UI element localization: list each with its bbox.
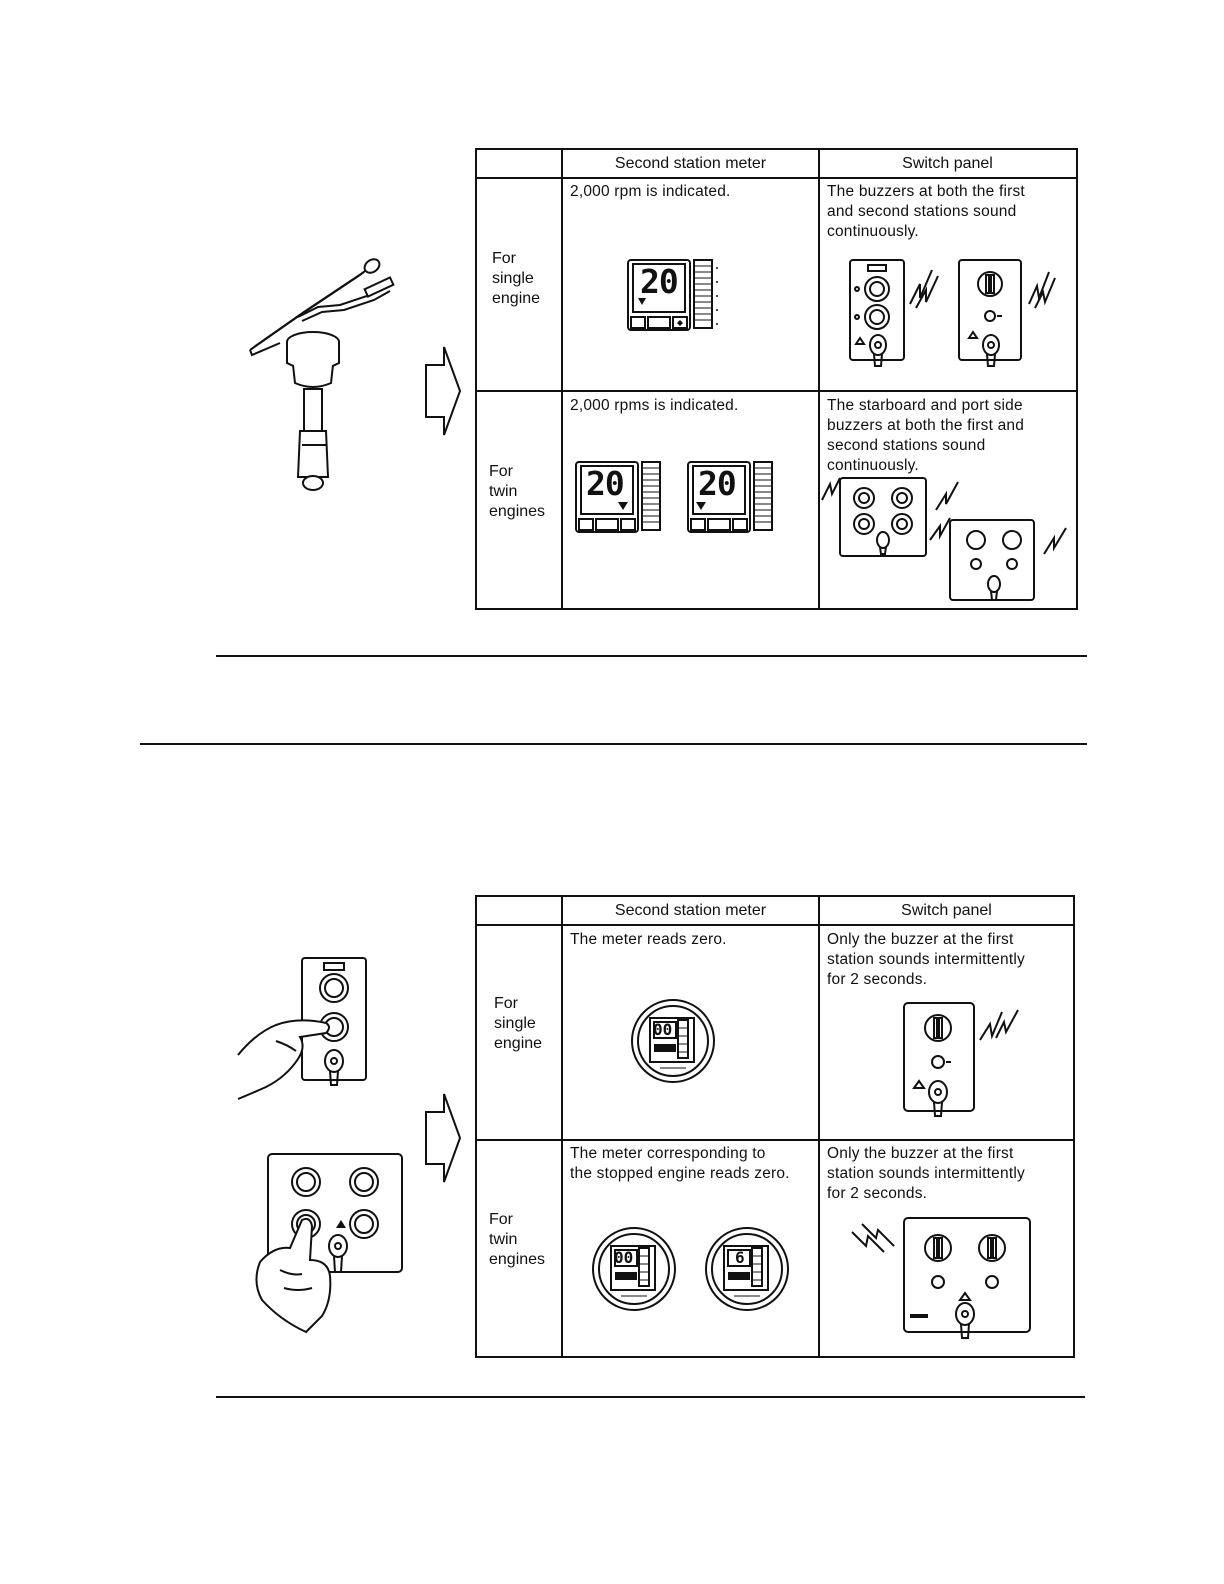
- table1-header-line: [476, 177, 1076, 179]
- twin-switch-panels: [821, 477, 1067, 601]
- arrow-icon: [425, 346, 462, 436]
- divider-line-1: [216, 655, 1087, 657]
- table2-row2-panel-text: Only the buzzer at the first station sou…: [827, 1145, 1025, 1202]
- twin-switch-panel-buzzer: [851, 1217, 1031, 1339]
- result-table-1: [475, 148, 1078, 610]
- table2-row1-label: For single engine: [494, 995, 543, 1052]
- table1-row1-panel-text: The buzzers at both the first and second…: [827, 183, 1025, 240]
- table1-header-panel: Switch panel: [902, 155, 993, 172]
- round-digital-meter-stopped: [592, 1227, 676, 1311]
- table2-row1-panel-text: Only the buzzer at the first station sou…: [827, 931, 1025, 988]
- digital-tachometer: [627, 259, 718, 331]
- divider-line-3: [216, 1396, 1085, 1398]
- tachometer-starboard-display-value: 20: [698, 464, 737, 503]
- arrow-icon-2: [425, 1093, 462, 1183]
- table2-row2-meter-text: The meter corresponding to the stopped e…: [570, 1145, 790, 1182]
- result-table-2: [475, 895, 1075, 1358]
- table1-header-meter: Second station meter: [614, 155, 767, 172]
- round-digital-meter-running: [705, 1227, 789, 1311]
- table1-row-line: [476, 390, 1076, 392]
- table2-row-line: [476, 1139, 1073, 1141]
- tachometer-display-value: 20: [640, 262, 679, 301]
- round-digital-meter: [631, 999, 715, 1083]
- table1-col-line-2: [818, 149, 820, 609]
- stopped-meter-display-value: 00: [614, 1248, 634, 1267]
- table2-header-panel: Switch panel: [901, 902, 992, 919]
- table1-row2-panel-text: The starboard and port side buzzers at b…: [827, 397, 1025, 474]
- digital-tachometer-starboard: [687, 461, 773, 533]
- divider-line-2: [140, 743, 1087, 745]
- table2-col-line-1: [561, 896, 563, 1357]
- table1-col-line-1: [561, 149, 563, 609]
- table2-row1-meter-text: The meter reads zero.: [570, 931, 727, 948]
- sensor-illustration: [249, 258, 395, 491]
- table1-row1-label: For single engine: [492, 250, 541, 307]
- table2-header-line: [476, 924, 1073, 926]
- tachometer-port-display-value: 20: [586, 464, 625, 503]
- digital-tachometer-port: [575, 461, 661, 533]
- hand-pressing-single-panel: [237, 957, 367, 1100]
- running-meter-display-value: 6: [735, 1248, 745, 1267]
- switch-panel-single-buzzer: [903, 1002, 1019, 1117]
- table1-row1-meter-text: 2,000 rpm is indicated.: [570, 183, 731, 200]
- switch-panel-second-station: [958, 259, 1056, 367]
- table2-col-line-2: [818, 896, 820, 1357]
- table2-header-meter: Second station meter: [614, 902, 767, 919]
- table2-row2-label: For twin engines: [489, 1211, 546, 1268]
- table1-row2-meter-text: 2,000 rpms is indicated.: [570, 397, 739, 414]
- round-meter-display-value: 00: [653, 1020, 673, 1039]
- hand-pressing-twin-panel: [255, 1153, 403, 1334]
- switch-panel-first-station: [849, 259, 939, 367]
- table1-row2-label: For twin engines: [489, 463, 546, 520]
